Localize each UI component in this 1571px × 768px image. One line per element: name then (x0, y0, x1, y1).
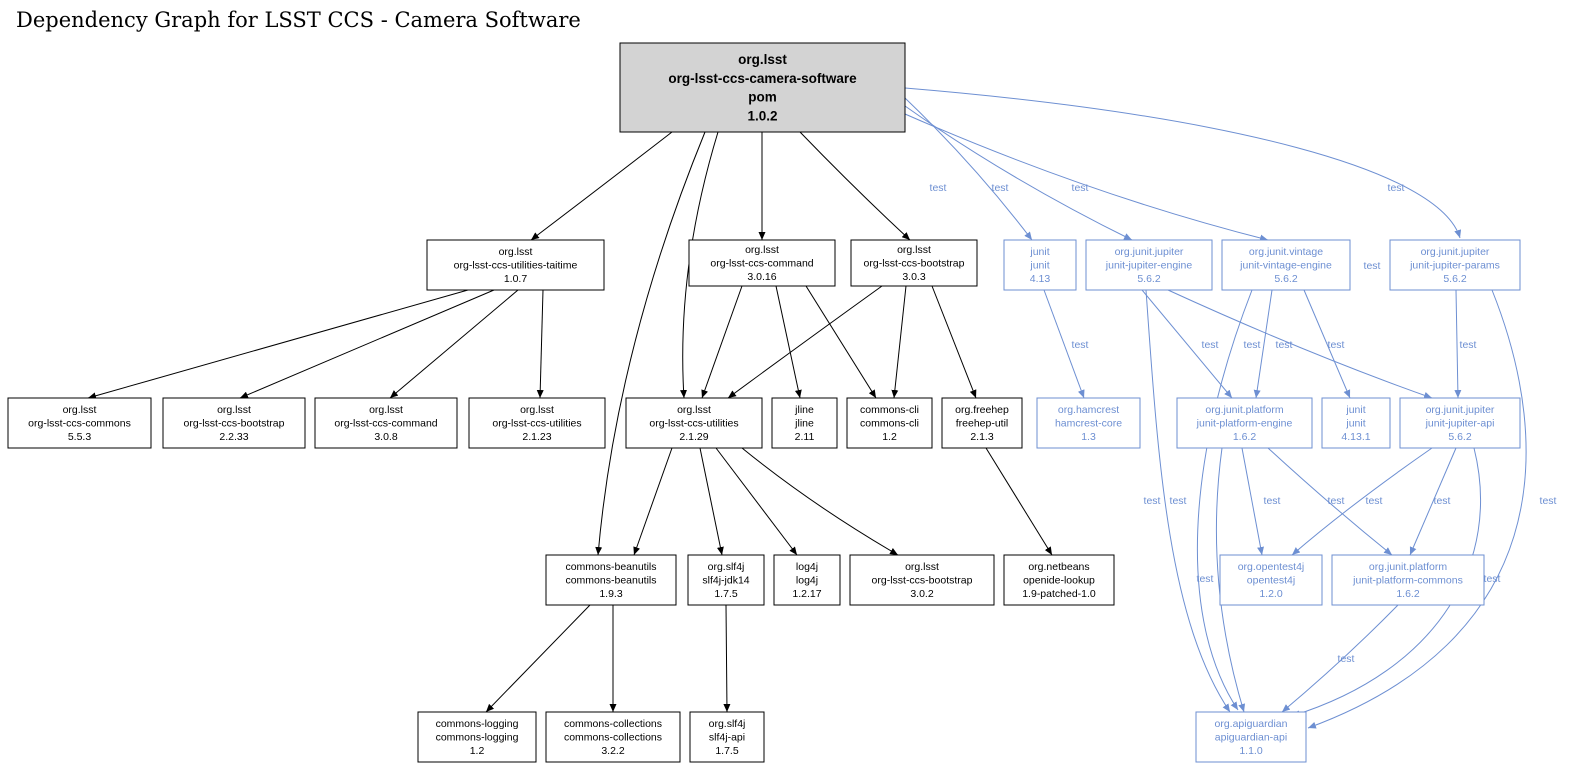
edge-scope-label: test (930, 182, 947, 194)
edge-bootstrap303-commons-cli (891, 285, 907, 399)
graph-node-taitime: org.lsstorg-lsst-ccs-utilities-taitime1.… (426, 239, 605, 291)
edge-bootstrap303-utilities2129 (727, 285, 883, 399)
edge-root-junit413 (904, 97, 1033, 241)
edge-command3016-jline (775, 285, 802, 399)
edge-beanutils-commons-logging (485, 604, 591, 713)
edge-scope-label: test (1366, 495, 1383, 507)
edge-command3016-commons-cli (805, 285, 877, 399)
edge-scope-label: test (1202, 339, 1219, 351)
edge-taitime-command308 (389, 289, 519, 399)
graph-node-platform-engine: org.junit.platformjunit-platform-engine1… (1176, 397, 1313, 449)
edge-root-jupiter-params (904, 87, 1462, 239)
graph-node-platform-commons: org.junit.platformjunit-platform-commons… (1331, 554, 1485, 606)
edge-scope-label: test (1328, 495, 1345, 507)
edge-scope-label: test (1072, 339, 1089, 351)
edge-jupiter-engine-platform-engine (1141, 289, 1233, 399)
edge-platform-commons-apiguardian (1281, 604, 1399, 713)
edge-junit413-hamcrest (1043, 289, 1085, 399)
edge-scope-label: test (1264, 495, 1281, 507)
edge-root-taitime (530, 131, 673, 241)
edge-scope-label: test (1540, 495, 1557, 507)
edge-utilities2129-slf4j-jdk14 (699, 447, 724, 556)
graph-title: Dependency Graph for LSST CCS - Camera S… (16, 8, 581, 32)
edge-bootstrap303-freehep-util (931, 285, 977, 399)
edge-scope-label: test (1244, 339, 1261, 351)
edge-platform-engine-apiguardian (1215, 447, 1246, 713)
edge-platform-engine-platform-commons (1267, 447, 1393, 556)
edge-utilities2129-beanutils (633, 447, 673, 556)
graph-node-jupiter-engine: org.junit.jupiterjunit-jupiter-engine5.6… (1085, 239, 1213, 291)
edge-scope-label: test (1484, 573, 1501, 585)
edge-utilities2129-log4j (715, 447, 798, 556)
edge-slf4j-jdk14-slf4j-api (723, 604, 731, 713)
edge-freehep-util-openide (985, 447, 1053, 556)
edge-command3016-utilities2129 (701, 285, 743, 399)
edge-jupiter-api-apiguardian (1291, 447, 1482, 717)
edge-taitime-utilities2123 (536, 289, 544, 399)
graph-node-root: org.lsstorg-lsst-ccs-camera-softwarepom1… (619, 42, 906, 133)
edge-root-vintage-engine (904, 113, 1269, 242)
edge-platform-engine-opentest4j (1241, 447, 1264, 556)
edge-jupiter-api-platform-commons (1409, 447, 1457, 556)
edge-utilities2129-bootstrap302 (741, 447, 899, 556)
edge-scope-label: test (1170, 495, 1187, 507)
edge-jupiter-engine-apiguardian (1145, 289, 1231, 713)
graph-node-commons-collections: commons-collectionscommons-collections3.… (545, 711, 681, 763)
edge-scope-label: test (1144, 495, 1161, 507)
edge-vintage-engine-apiguardian (1196, 289, 1253, 711)
edge-jupiter-params-apiguardian (1307, 289, 1527, 729)
edge-scope-label: test (1388, 182, 1405, 194)
edge-root-jupiter-engine (904, 105, 1133, 241)
graph-node-vintage-engine: org.junit.vintagejunit-vintage-engine5.6… (1221, 239, 1351, 291)
edge-taitime-bootstrap2233 (239, 289, 495, 399)
edge-jupiter-api-opentest4j (1291, 447, 1433, 556)
edge-vintage-engine-junit4131 (1303, 289, 1351, 399)
edge-root-beanutils (595, 131, 706, 556)
graph-node-jupiter-params: org.junit.jupiterjunit-jupiter-params5.6… (1389, 239, 1521, 291)
edge-scope-label: test (1434, 495, 1451, 507)
edge-vintage-engine-platform-engine (1253, 289, 1273, 399)
edge-scope-label: test (1460, 339, 1477, 351)
graph-node-openide: org.netbeansopenide-lookup1.9-patched-1.… (1003, 554, 1115, 606)
edge-scope-label: test (1328, 339, 1345, 351)
edge-jupiter-params-jupiter-api (1454, 289, 1462, 399)
edge-scope-label: test (1072, 182, 1089, 194)
edge-scope-label: test (1364, 260, 1381, 272)
edge-jupiter-engine-jupiter-api (1167, 289, 1433, 399)
edge-root-bootstrap303 (799, 131, 911, 241)
edge-scope-label: test (1338, 653, 1355, 665)
edge-taitime-commons553 (87, 289, 469, 400)
